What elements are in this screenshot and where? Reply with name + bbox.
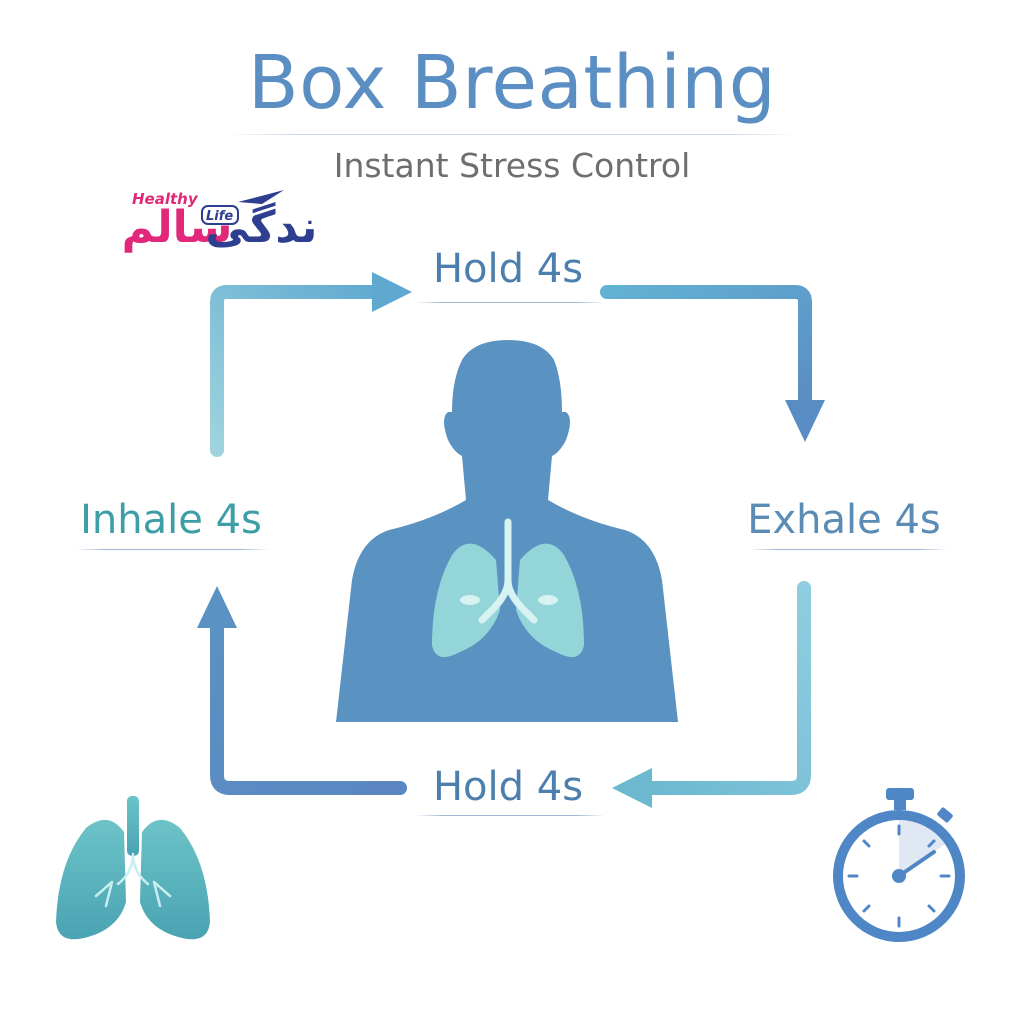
logo-life-badge: [201, 205, 239, 225]
logo-arabic-wordmark-2: زندگی: [205, 201, 314, 253]
stopwatch-icon: [833, 788, 965, 942]
hold-top-underline: [415, 302, 605, 303]
arrow-inhale-to-hold: [210, 272, 412, 457]
step-hold-bottom: Hold 4s: [432, 764, 584, 810]
arrow-hold-to-inhale: [197, 586, 407, 795]
exhale-underline: [748, 549, 948, 550]
page-title: Box Breathing: [247, 40, 777, 126]
arrow-hold-to-exhale: [600, 285, 825, 442]
logo-arabic-wordmark: سالم: [122, 202, 233, 253]
brand-logo: سالم زندگی Healthy Life: [122, 190, 314, 253]
logo-healthy-text: Healthy: [132, 190, 199, 208]
title-divider: [225, 134, 800, 135]
hold-bottom-underline: [415, 815, 605, 816]
inhale-underline: [75, 549, 270, 550]
step-inhale: Inhale 4s: [80, 497, 262, 543]
step-hold-top: Hold 4s: [432, 246, 584, 292]
arrow-exhale-to-hold: [612, 581, 811, 808]
human-torso-lungs-icon: [336, 340, 678, 722]
page-subtitle: Instant Stress Control: [333, 146, 691, 185]
logo-swoosh-icon: [238, 190, 284, 204]
step-exhale: Exhale 4s: [747, 497, 941, 543]
logo-life-text: Life: [206, 209, 233, 224]
lungs-icon: [56, 796, 210, 940]
